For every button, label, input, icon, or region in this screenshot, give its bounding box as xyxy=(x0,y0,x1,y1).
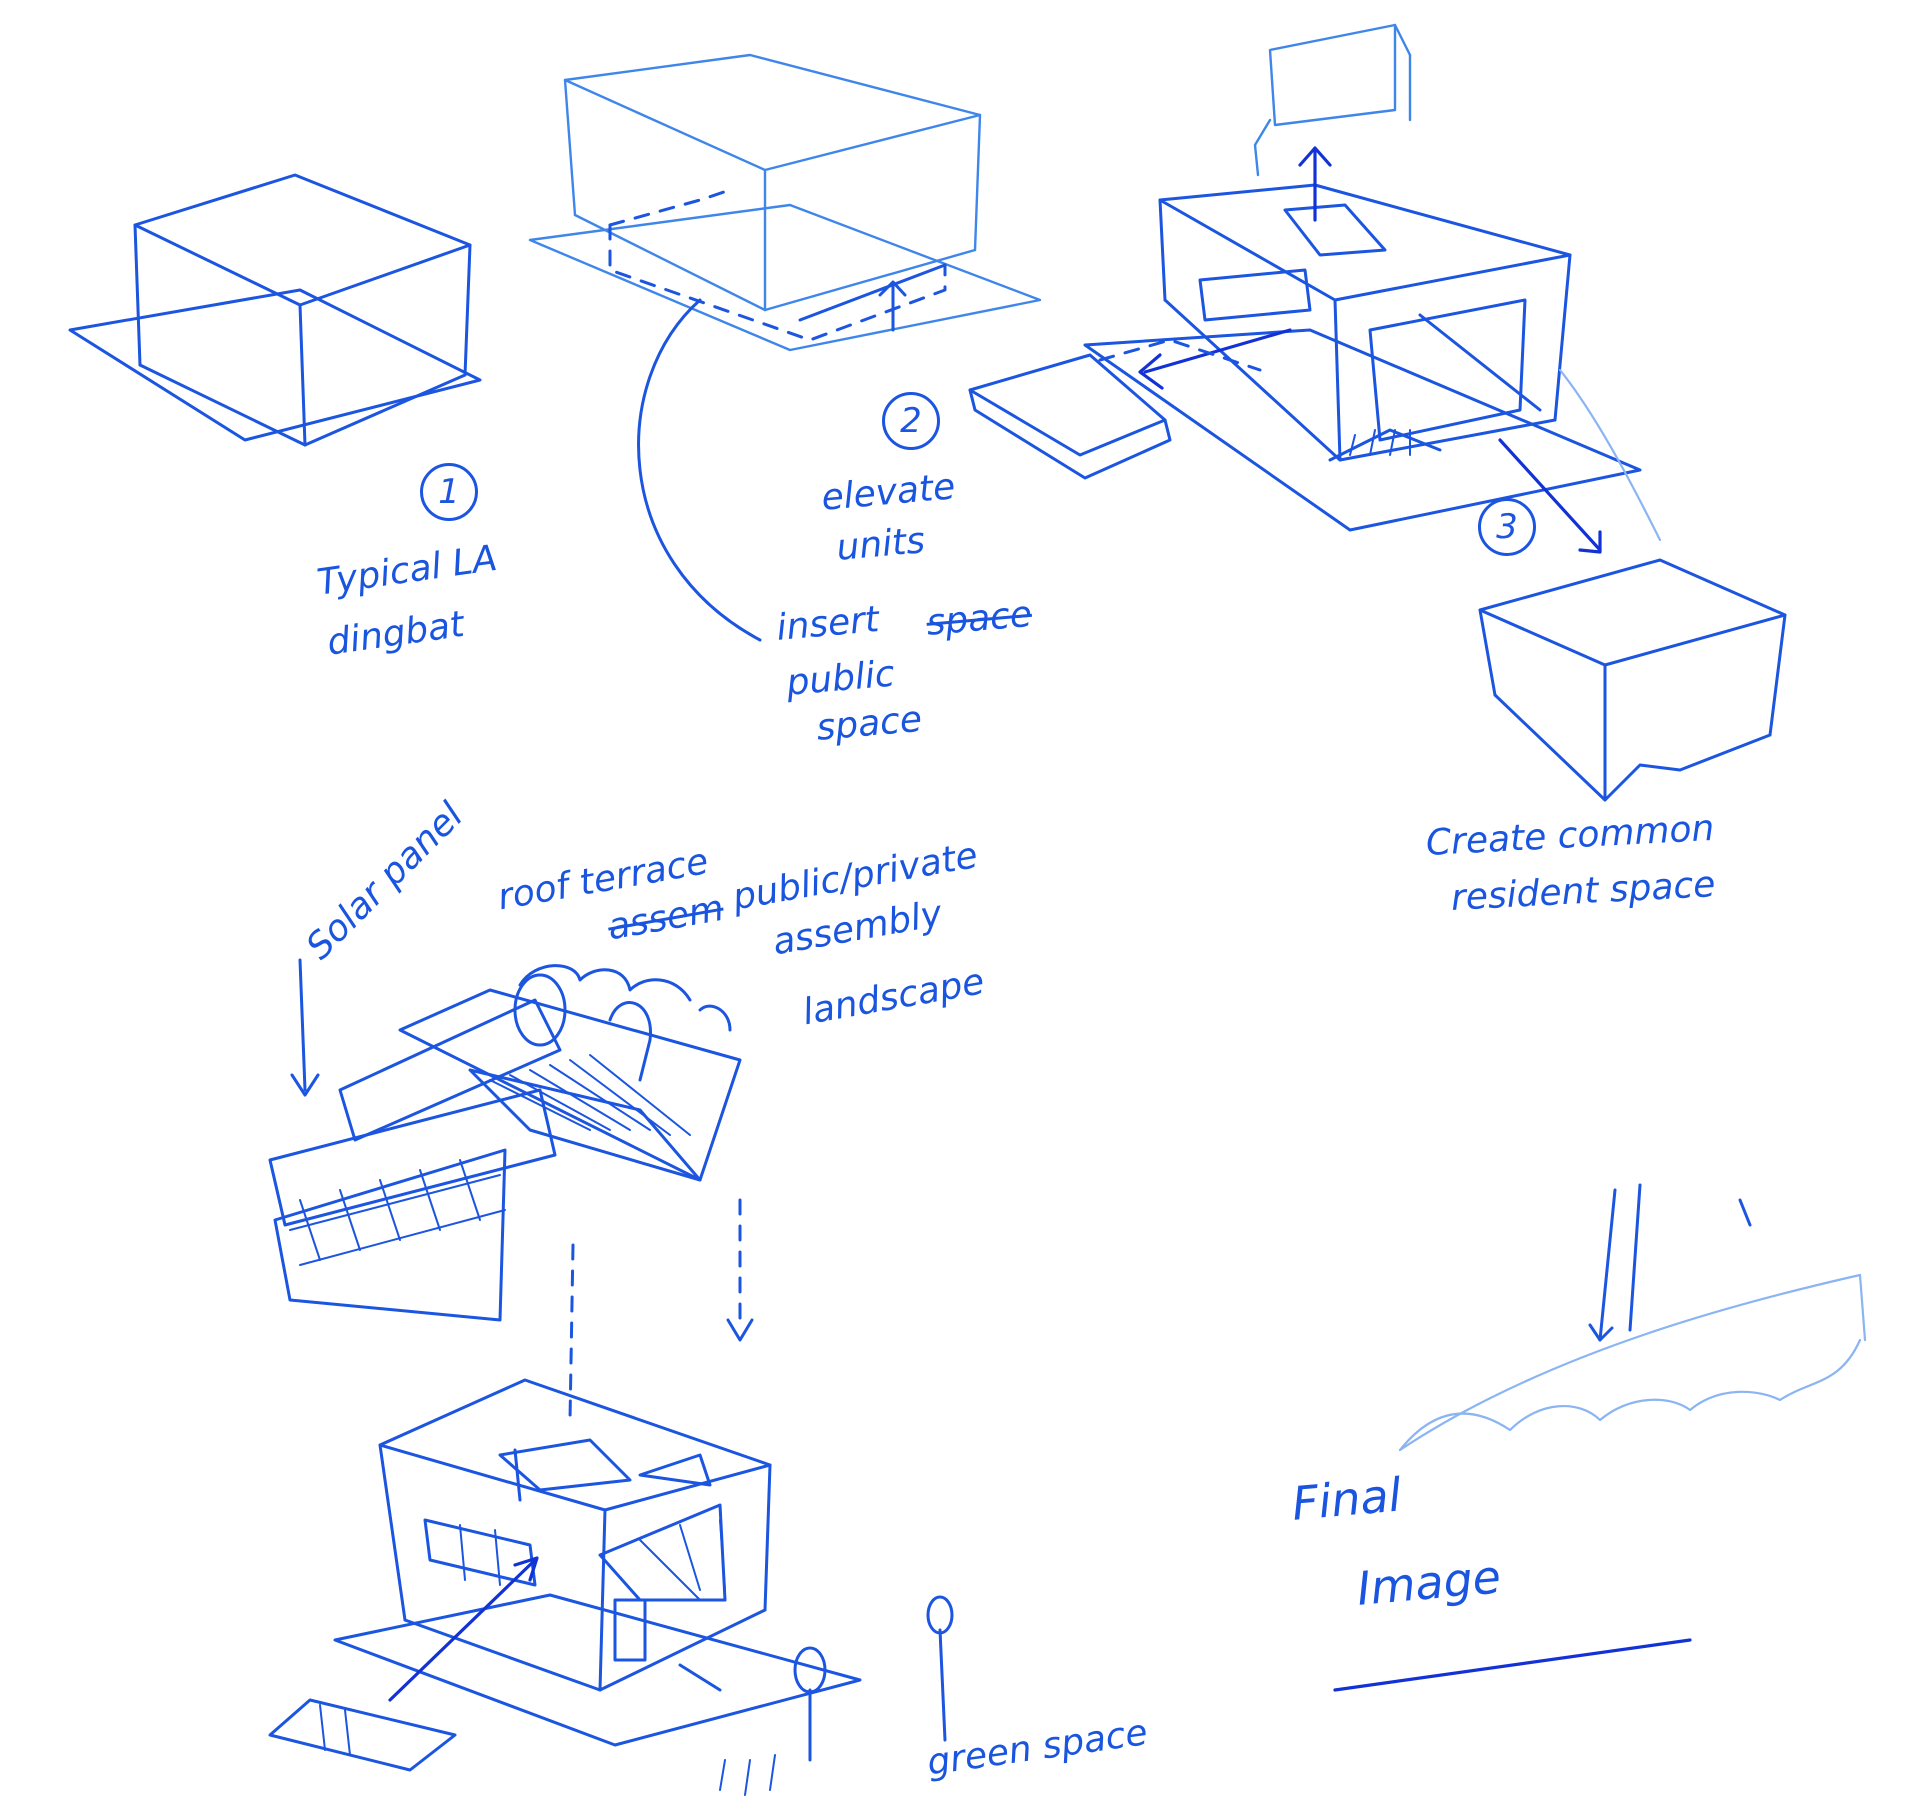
final-label-line2: Image xyxy=(1354,1549,1503,1616)
step2-number: 2 xyxy=(882,392,940,450)
final-label-line1: Final xyxy=(1289,1467,1404,1531)
exploded-components-drawing xyxy=(268,958,754,1422)
step2-elevate-drawing xyxy=(528,53,1042,642)
step2-label-line2: units xyxy=(834,520,927,569)
final-image-drawing xyxy=(1333,1183,1867,1692)
step1-dingbat-drawing xyxy=(68,173,482,447)
final-building-drawing xyxy=(268,1378,954,1796)
step3-common-space-drawing xyxy=(968,23,1787,802)
step3-number: 3 xyxy=(1478,498,1536,556)
step1-number: 1 xyxy=(420,463,478,521)
